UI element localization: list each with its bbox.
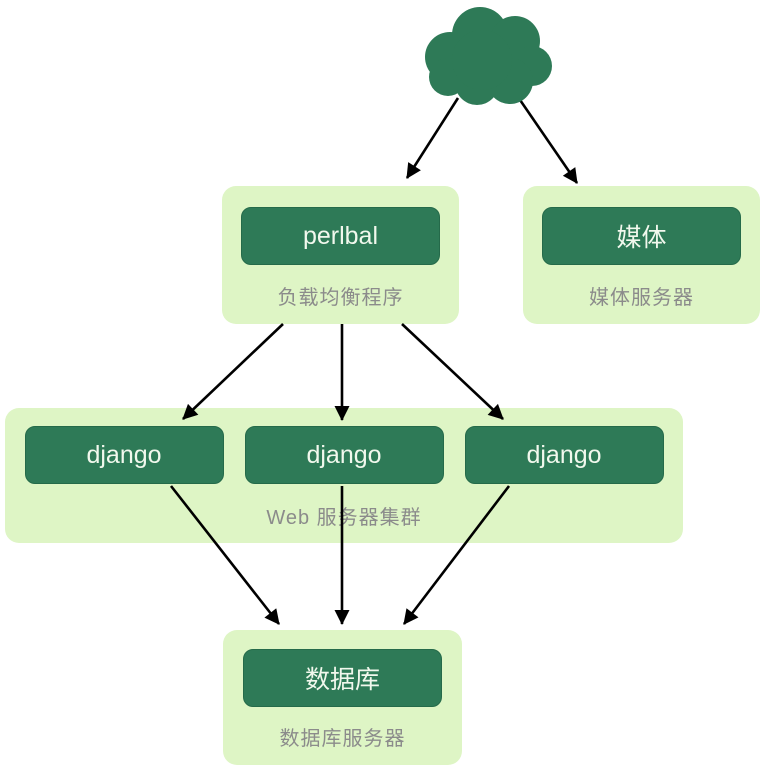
node-media: 媒体 <box>542 207 741 265</box>
group-load-balancer: perlbal 负载均衡程序 <box>222 186 459 324</box>
node-django-1: django <box>24 426 224 484</box>
group-database-server: 数据库 数据库服务器 <box>223 630 462 765</box>
database-server-caption: 数据库服务器 <box>279 728 406 750</box>
node-django-2: django <box>244 426 444 484</box>
node-django-1-label: django <box>86 440 162 469</box>
group-media-server: 媒体 媒体服务器 <box>523 186 760 324</box>
arrow-cloud-to-media <box>516 96 579 184</box>
load-balancer-caption: 负载均衡程序 <box>277 287 404 309</box>
node-django-3: django <box>464 426 664 484</box>
edge-arrows <box>169 96 579 626</box>
node-database: 数据库 <box>243 649 442 707</box>
node-django-2-label: django <box>306 440 382 469</box>
node-database-label: 数据库 <box>304 666 380 694</box>
web-cluster-caption: Web 服务器集群 <box>266 507 422 529</box>
arrow-cloud-to-loadbalancer <box>405 97 460 179</box>
django-row: django django django <box>24 426 664 484</box>
node-media-label: 媒体 <box>616 224 667 252</box>
group-web-server-cluster: django django django Web 服务器集群 <box>5 408 683 543</box>
arrow-loadbalancer-to-django-3 <box>401 323 504 420</box>
node-perlbal: perlbal <box>241 207 440 265</box>
node-django-3-label: django <box>526 440 602 469</box>
media-server-caption: 媒体服务器 <box>589 287 694 309</box>
internet-cloud-icon <box>425 7 552 105</box>
node-perlbal-label: perlbal <box>302 221 379 250</box>
arrow-loadbalancer-to-django-1 <box>182 323 284 420</box>
